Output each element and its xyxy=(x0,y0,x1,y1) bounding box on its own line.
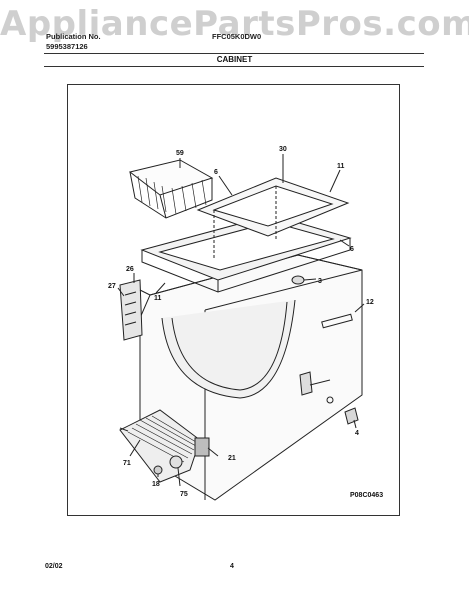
drain-plug xyxy=(291,275,305,285)
part-label-6-right: 6 xyxy=(350,246,354,253)
footer-date: 02/02 xyxy=(45,563,63,570)
header-rule-bottom xyxy=(44,66,424,67)
storage-basket xyxy=(128,159,214,196)
part-label-11-left: 11 xyxy=(154,295,162,302)
thermostat-knob xyxy=(169,455,183,469)
publication-number: 5995387126 xyxy=(46,42,88,51)
part-label-4: 4 xyxy=(355,430,359,437)
control-box xyxy=(194,437,210,457)
part-label-26: 26 xyxy=(126,266,134,273)
part-label-12: 12 xyxy=(366,299,374,306)
part-label-27: 27 xyxy=(108,283,116,290)
part-label-71: 71 xyxy=(123,460,131,467)
watermark-logo: AppliancePartsPros.com xyxy=(0,4,469,44)
part-label-21: 21 xyxy=(228,455,236,462)
diagram-frame xyxy=(67,84,400,516)
part-label-6-top: 6 xyxy=(214,169,218,176)
part-label-30: 30 xyxy=(279,146,287,153)
header-rule-top xyxy=(44,53,424,54)
part-label-75: 75 xyxy=(180,491,188,498)
drain-fitting xyxy=(299,371,313,396)
footer-page-number: 4 xyxy=(230,563,234,570)
cabinet-handle xyxy=(321,313,353,329)
model-number: FFC05K0DW0 xyxy=(212,32,262,41)
leveling-leg xyxy=(344,407,359,425)
part-label-11-top: 11 xyxy=(337,163,345,170)
diagram-code: P08C0463 xyxy=(350,492,384,499)
hinge-bracket xyxy=(119,279,143,341)
part-label-3: 3 xyxy=(318,278,322,285)
part-label-59: 59 xyxy=(176,150,184,157)
section-title: CABINET xyxy=(216,55,253,64)
publication-label: Publication No. xyxy=(46,32,101,41)
cabinet-opening xyxy=(161,299,296,399)
part-label-18: 18 xyxy=(152,481,160,488)
